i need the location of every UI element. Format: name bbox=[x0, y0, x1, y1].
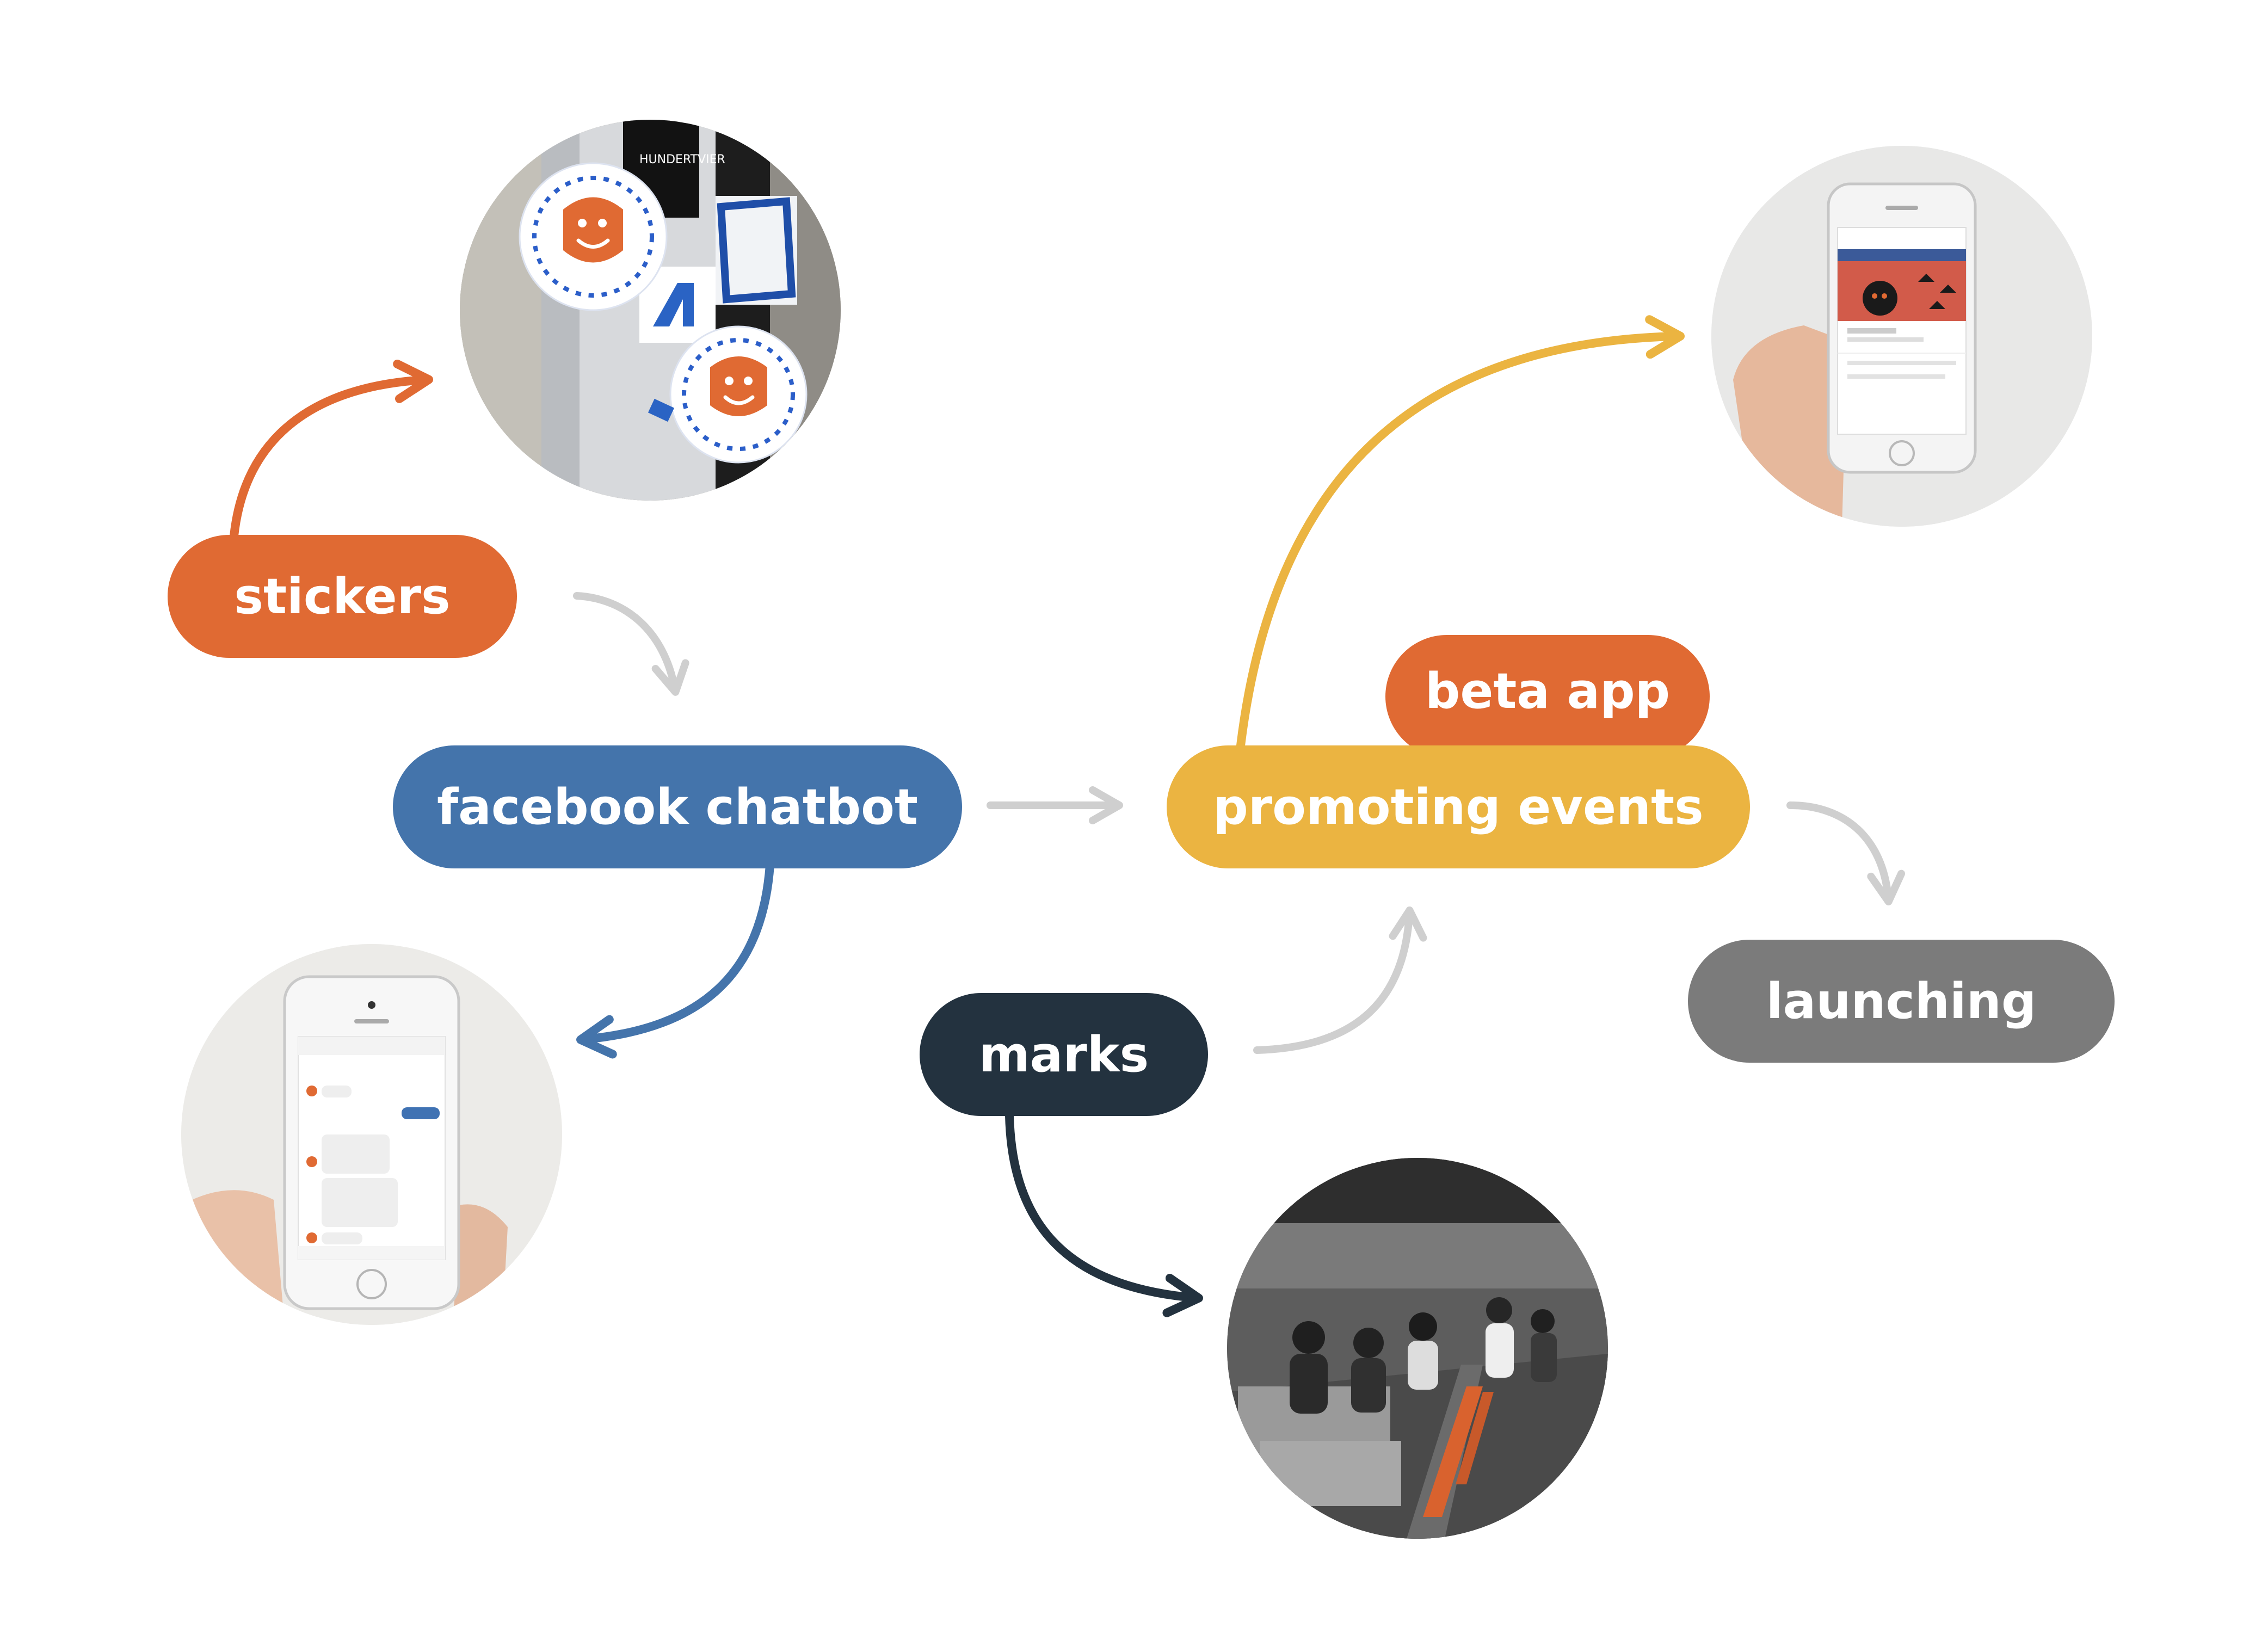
node-launching-label: launching bbox=[1766, 972, 2037, 1030]
phone-event-illustration bbox=[1711, 146, 2092, 527]
node-beta-app-label: beta app bbox=[1425, 662, 1671, 720]
arrow-marks-to-promoting bbox=[1253, 906, 1427, 1054]
arrow-stickers-to-chatbot bbox=[573, 592, 689, 696]
node-beta-app: beta app bbox=[1385, 635, 1710, 758]
crowd-photo bbox=[1227, 1158, 1608, 1539]
phone-chat-illustration bbox=[181, 944, 562, 1325]
arrow-promoting-to-launching bbox=[1786, 801, 1906, 905]
sticker-pole-illustration: HUNDERTVIER bbox=[460, 120, 841, 501]
chat-photo bbox=[181, 944, 562, 1325]
node-promoting-events-label: promoting events bbox=[1213, 778, 1704, 836]
node-promoting-events: promoting events bbox=[1167, 745, 1750, 868]
arrow-stickers-to-photo bbox=[230, 359, 433, 540]
node-stickers-label: stickers bbox=[234, 568, 451, 625]
arrow-chatbot-to-photo bbox=[576, 861, 774, 1059]
node-marks-label: marks bbox=[978, 1026, 1149, 1083]
svg-text:HUNDERTVIER: HUNDERTVIER bbox=[639, 153, 725, 166]
node-launching: launching bbox=[1688, 940, 2115, 1063]
arrow-marks-to-photo bbox=[1005, 1111, 1203, 1317]
crowd-illustration bbox=[1227, 1158, 1608, 1539]
event-photo bbox=[1711, 146, 2092, 527]
stickers-photo: HUNDERTVIER bbox=[460, 120, 841, 501]
node-marks: marks bbox=[920, 993, 1208, 1116]
node-facebook-chatbot: facebook chatbot bbox=[393, 745, 962, 868]
node-stickers: stickers bbox=[168, 535, 517, 658]
node-facebook-chatbot-label: facebook chatbot bbox=[436, 778, 918, 836]
arrow-promoting-to-photo bbox=[1236, 315, 1685, 750]
